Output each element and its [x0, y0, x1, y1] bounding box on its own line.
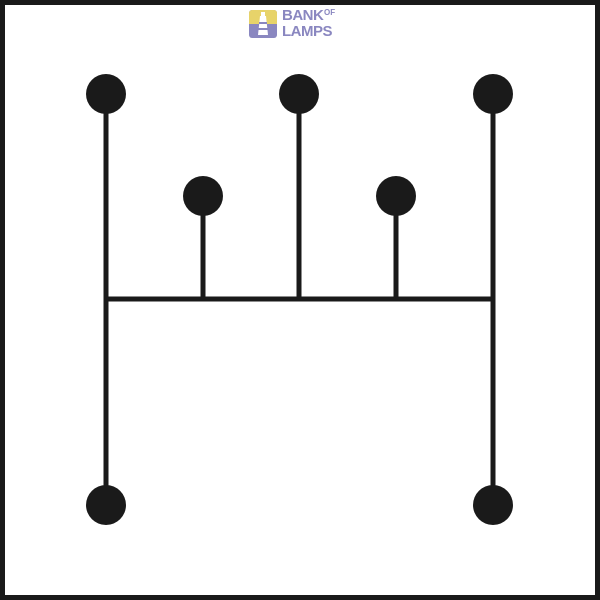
node-top-right: [473, 74, 513, 114]
node-bottom-left: [86, 485, 126, 525]
brand-word-of: OF: [324, 8, 336, 17]
node-mid-left: [183, 176, 223, 216]
node-top-center: [279, 74, 319, 114]
node-top-left: [86, 74, 126, 114]
brand-logo: BANK OF LAMPS: [249, 7, 353, 41]
node-bottom-right: [473, 485, 513, 525]
brand-wordmark: BANK OF LAMPS: [282, 7, 354, 41]
lighthouse-icon: [249, 10, 277, 38]
node-mid-right: [376, 176, 416, 216]
brand-word-bank: BANK: [282, 7, 324, 24]
brand-word-lamps: LAMPS: [282, 23, 333, 40]
